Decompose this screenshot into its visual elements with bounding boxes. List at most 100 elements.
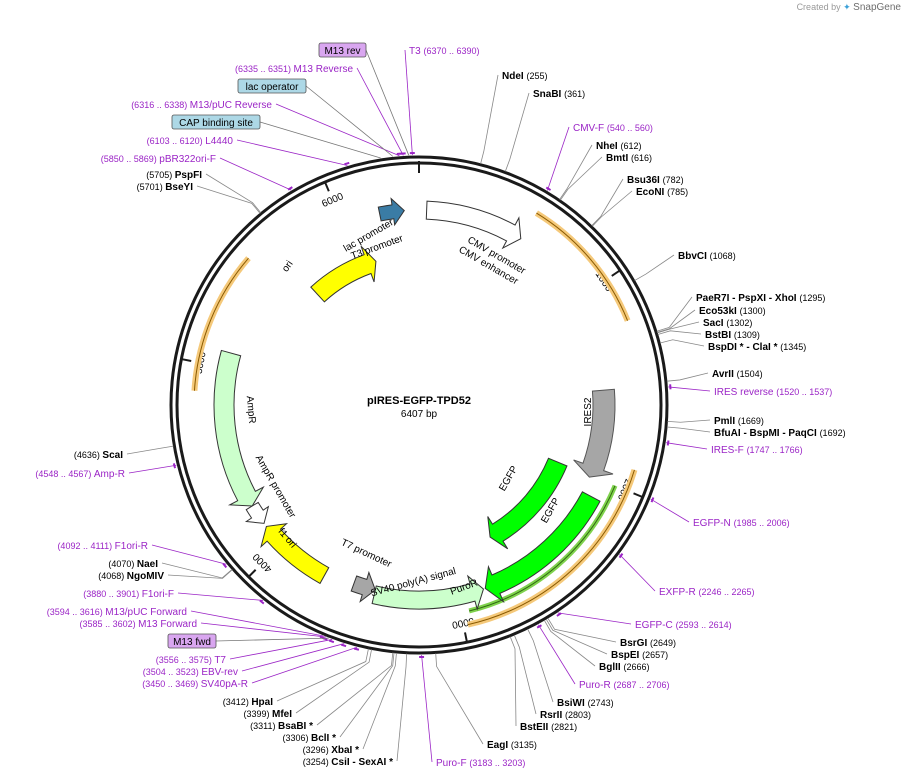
enzyme-position: (785) — [667, 187, 688, 197]
enzyme-name: BsaBI * — [278, 721, 313, 732]
primer-leader — [200, 622, 326, 638]
enzyme-label: (3399) MfeI — [243, 709, 292, 720]
primer-name: IRES-F — [711, 445, 747, 456]
enzyme-label: BbvCI (1068) — [678, 251, 736, 262]
enzyme-leader — [276, 648, 369, 702]
plasmid-name: pIRES-EGFP-TPD52 — [367, 395, 471, 407]
enzyme-label: (3254) CsiI - SexAI * — [303, 757, 393, 768]
leader-line-layer — [126, 49, 711, 763]
primer-label: (5850 .. 5869) pBR322ori-F — [101, 154, 216, 165]
lac-promoter-feature — [377, 197, 405, 227]
primer-leader — [666, 442, 708, 450]
snapgene-logo-icon: ✦ — [843, 2, 851, 12]
snapgene-credit: Created by ✦ SnapGene — [797, 2, 901, 13]
enzyme-label: Eco53kI (1300) — [699, 306, 766, 317]
primer-mark — [344, 161, 350, 166]
primer-range: (3450 .. 3469) — [142, 679, 201, 689]
enzyme-leader — [513, 634, 537, 715]
enzyme-label: BsrGI (2649) — [620, 638, 676, 649]
primer-name: F1ori-F — [142, 589, 174, 600]
primer-leader — [229, 639, 333, 660]
primer-label: CMV-F (540 .. 560) — [573, 123, 653, 134]
enzyme-position: (4068) — [98, 571, 127, 581]
enzyme-label: BspDI * - ClaI * (1345) — [708, 342, 806, 353]
primer-name: Puro-F — [436, 758, 469, 769]
enzyme-position: (1300) — [740, 306, 766, 316]
primer-range: (540 .. 560) — [607, 123, 653, 133]
enzyme-leader — [666, 372, 709, 382]
primer-name: M13 Forward — [138, 619, 197, 630]
egfp-outer-feature — [484, 491, 601, 604]
enzyme-name: NheI — [596, 141, 620, 152]
enzyme-position: (2666) — [623, 662, 649, 672]
enzyme-position: (2657) — [642, 650, 668, 660]
primer-label: EXFP-R (2246 .. 2265) — [659, 587, 755, 598]
enzyme-leader — [205, 173, 262, 213]
enzyme-label: (4068) NgoMIV — [98, 571, 164, 582]
primer-name: Amp-R — [94, 469, 125, 480]
primer-leader — [404, 49, 413, 156]
primer-name: EBV-rev — [201, 667, 238, 678]
primer-mark — [341, 643, 347, 648]
puror-feature — [371, 574, 485, 611]
primer-label: IRES reverse (1520 .. 1537) — [714, 387, 832, 398]
enzyme-position: (1669) — [738, 416, 764, 426]
primer-name: SV40pA-R — [201, 679, 248, 690]
primer-leader — [619, 554, 656, 592]
primer-mark — [353, 647, 360, 651]
primer-range: (3183 .. 3203) — [469, 758, 525, 768]
enzyme-name: BseYI — [165, 182, 193, 193]
enzyme-position: (3296) — [303, 745, 332, 755]
enzyme-label: BstBI (1309) — [705, 330, 760, 341]
primer-leader — [236, 139, 348, 166]
enzyme-position: (255) — [526, 71, 547, 81]
enzyme-position: (2821) — [551, 722, 577, 732]
enzyme-position: (1068) — [710, 251, 736, 261]
m13-fwd-box-label: M13 fwd — [173, 637, 211, 648]
enzyme-label: (3306) BclI * — [282, 733, 336, 744]
primer-label: IRES-F (1747 .. 1766) — [711, 445, 803, 456]
lac-operator-box-label: lac operator — [246, 82, 299, 93]
primer-label: (6335 .. 6351) M13 Reverse — [235, 64, 353, 75]
enzyme-leader — [543, 619, 596, 667]
primer-leader — [547, 126, 570, 191]
enzyme-label: BsiWI (2743) — [557, 698, 614, 709]
lac-operator-box-label-leader — [305, 85, 394, 157]
enzyme-name: BmtI — [606, 153, 631, 164]
primer-leader — [668, 386, 711, 392]
enzyme-label: NheI (612) — [596, 141, 641, 152]
enzyme-leader — [339, 652, 395, 738]
enzyme-leader — [167, 569, 233, 579]
primer-leader — [177, 592, 264, 601]
enzyme-leader — [527, 628, 554, 703]
enzyme-label: (4636) ScaI — [74, 450, 123, 461]
primer-range: (6335 .. 6351) — [235, 64, 294, 74]
enzyme-label: (5701) BseYI — [137, 182, 194, 193]
enzyme-label: BmtI (616) — [606, 153, 652, 164]
enzyme-leader — [657, 309, 696, 333]
ires2-feature — [573, 388, 616, 478]
enzyme-position: (1345) — [780, 342, 806, 352]
primer-label: (4548 .. 4567) Amp-R — [35, 469, 125, 480]
enzyme-name: EagI — [487, 740, 511, 751]
primer-label: EGFP-N (1985 .. 2006) — [693, 518, 790, 529]
enzyme-leader — [504, 92, 530, 172]
enzyme-position: (612) — [620, 141, 641, 151]
primer-name: M13/pUC Forward — [105, 607, 187, 618]
primer-leader — [151, 544, 227, 565]
enzyme-leader — [667, 419, 711, 423]
primer-leader — [356, 67, 404, 156]
primer-mark — [545, 186, 552, 191]
enzyme-name: BsiWI — [557, 698, 588, 709]
enzyme-position: (3254) — [303, 757, 332, 767]
ori-feature — [310, 245, 377, 303]
m13-fwd-box-label-leader — [215, 637, 329, 642]
enzyme-name: Eco53kI — [699, 306, 740, 317]
enzyme-position: (1302) — [726, 318, 752, 328]
primer-label: EGFP-C (2593 .. 2614) — [635, 620, 732, 631]
primer-leader — [650, 498, 690, 523]
enzyme-label: BstEII (2821) — [520, 722, 577, 733]
primer-label: (3585 .. 3602) M13 Forward — [80, 619, 197, 630]
credit-brand: SnapGene — [853, 2, 901, 13]
cap-binding-site-box-label-leader — [259, 121, 381, 159]
